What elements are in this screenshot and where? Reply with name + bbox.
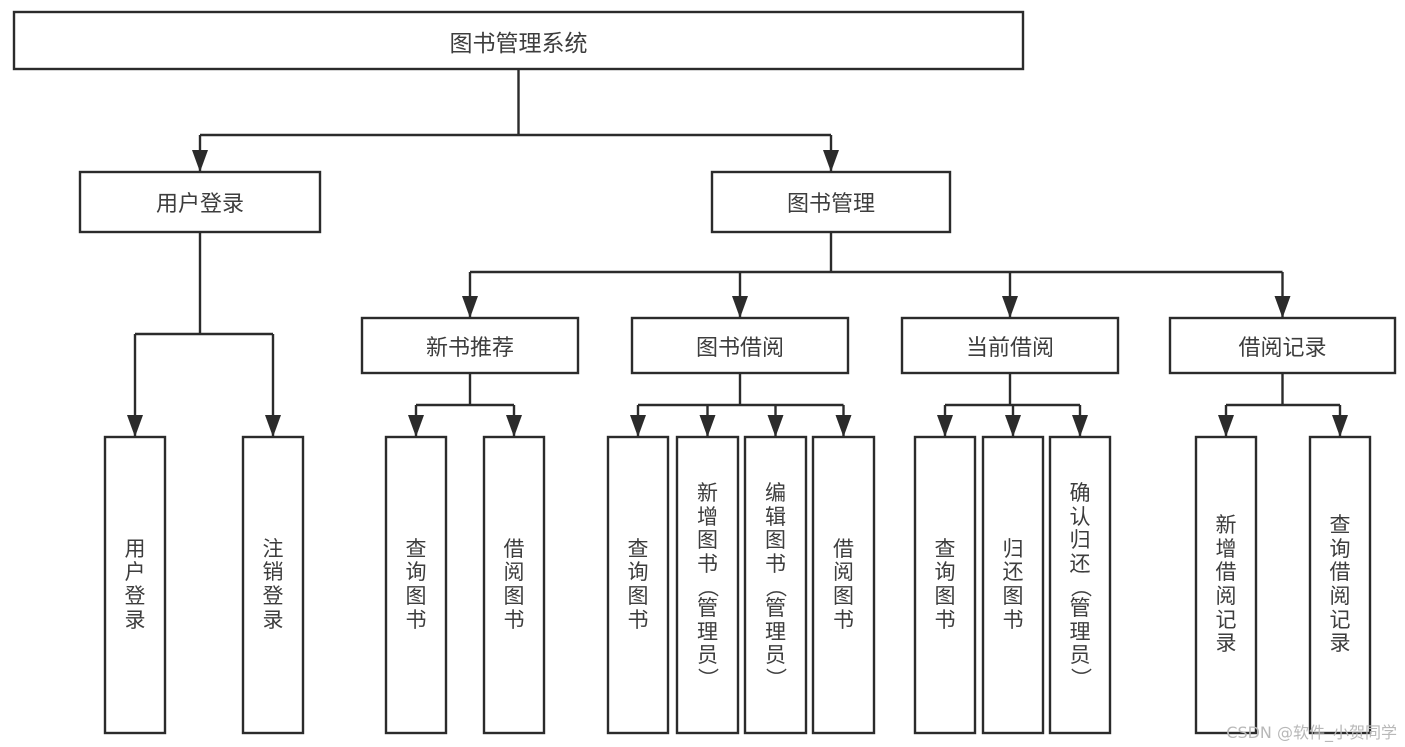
arrow-head-leaf-query-borrow-record [1332, 415, 1348, 437]
node-box-book-borrow[interactable] [630, 316, 850, 375]
node-box-leaf-edit-book-admin[interactable] [743, 435, 808, 735]
node-box-leaf-confirm-return-admin[interactable] [1048, 435, 1112, 735]
arrow-head-leaf-query-book-borrow [630, 415, 646, 437]
node-box-new-book-recommend[interactable] [360, 316, 580, 375]
node-box-leaf-add-book-admin[interactable] [675, 435, 740, 735]
node-box-leaf-query-borrow-record[interactable] [1308, 435, 1372, 735]
node-box-leaf-query-book-borrow[interactable] [606, 435, 670, 735]
arrow-head-book-management [823, 150, 839, 172]
arrow-head-leaf-borrow-book-recommend [506, 415, 522, 437]
node-box-leaf-borrow-book[interactable] [811, 435, 876, 735]
node-box-leaf-query-book-recommend[interactable] [384, 435, 448, 735]
arrow-head-leaf-add-book-admin [699, 415, 716, 437]
node-box-leaf-borrow-book-recommend[interactable] [482, 435, 546, 735]
node-box-leaf-user-login[interactable] [103, 435, 167, 735]
connectors-layer [127, 69, 1348, 437]
arrow-head-leaf-user-login [127, 415, 143, 437]
arrow-head-current-borrow [1002, 296, 1018, 318]
arrow-head-leaf-logout [265, 415, 281, 437]
boxes-layer [12, 10, 1397, 735]
arrow-head-leaf-query-book-current [937, 415, 953, 437]
arrow-head-borrow-record [1274, 296, 1291, 318]
node-box-root[interactable] [12, 10, 1025, 71]
node-box-book-management[interactable] [710, 170, 952, 234]
node-box-leaf-add-borrow-record[interactable] [1194, 435, 1258, 735]
arrow-head-leaf-confirm-return-admin [1072, 415, 1088, 437]
arrow-head-book-borrow [732, 296, 748, 318]
watermark-text: CSDN @软件_小贺同学 [1226, 723, 1397, 742]
arrow-head-leaf-add-borrow-record [1218, 415, 1234, 437]
arrow-head-new-book-recommend [462, 296, 478, 318]
node-box-leaf-logout[interactable] [241, 435, 305, 735]
arrow-head-leaf-edit-book-admin [767, 415, 784, 437]
node-box-leaf-query-book-current[interactable] [913, 435, 977, 735]
arrow-head-user-login [192, 150, 208, 172]
node-box-borrow-record[interactable] [1168, 316, 1397, 375]
node-box-current-borrow[interactable] [900, 316, 1120, 375]
arrow-head-leaf-query-book-recommend [408, 415, 424, 437]
arrow-head-leaf-return-book [1005, 415, 1021, 437]
node-box-user-login[interactable] [78, 170, 322, 234]
arrow-head-leaf-borrow-book [835, 415, 852, 437]
node-box-leaf-return-book[interactable] [981, 435, 1045, 735]
